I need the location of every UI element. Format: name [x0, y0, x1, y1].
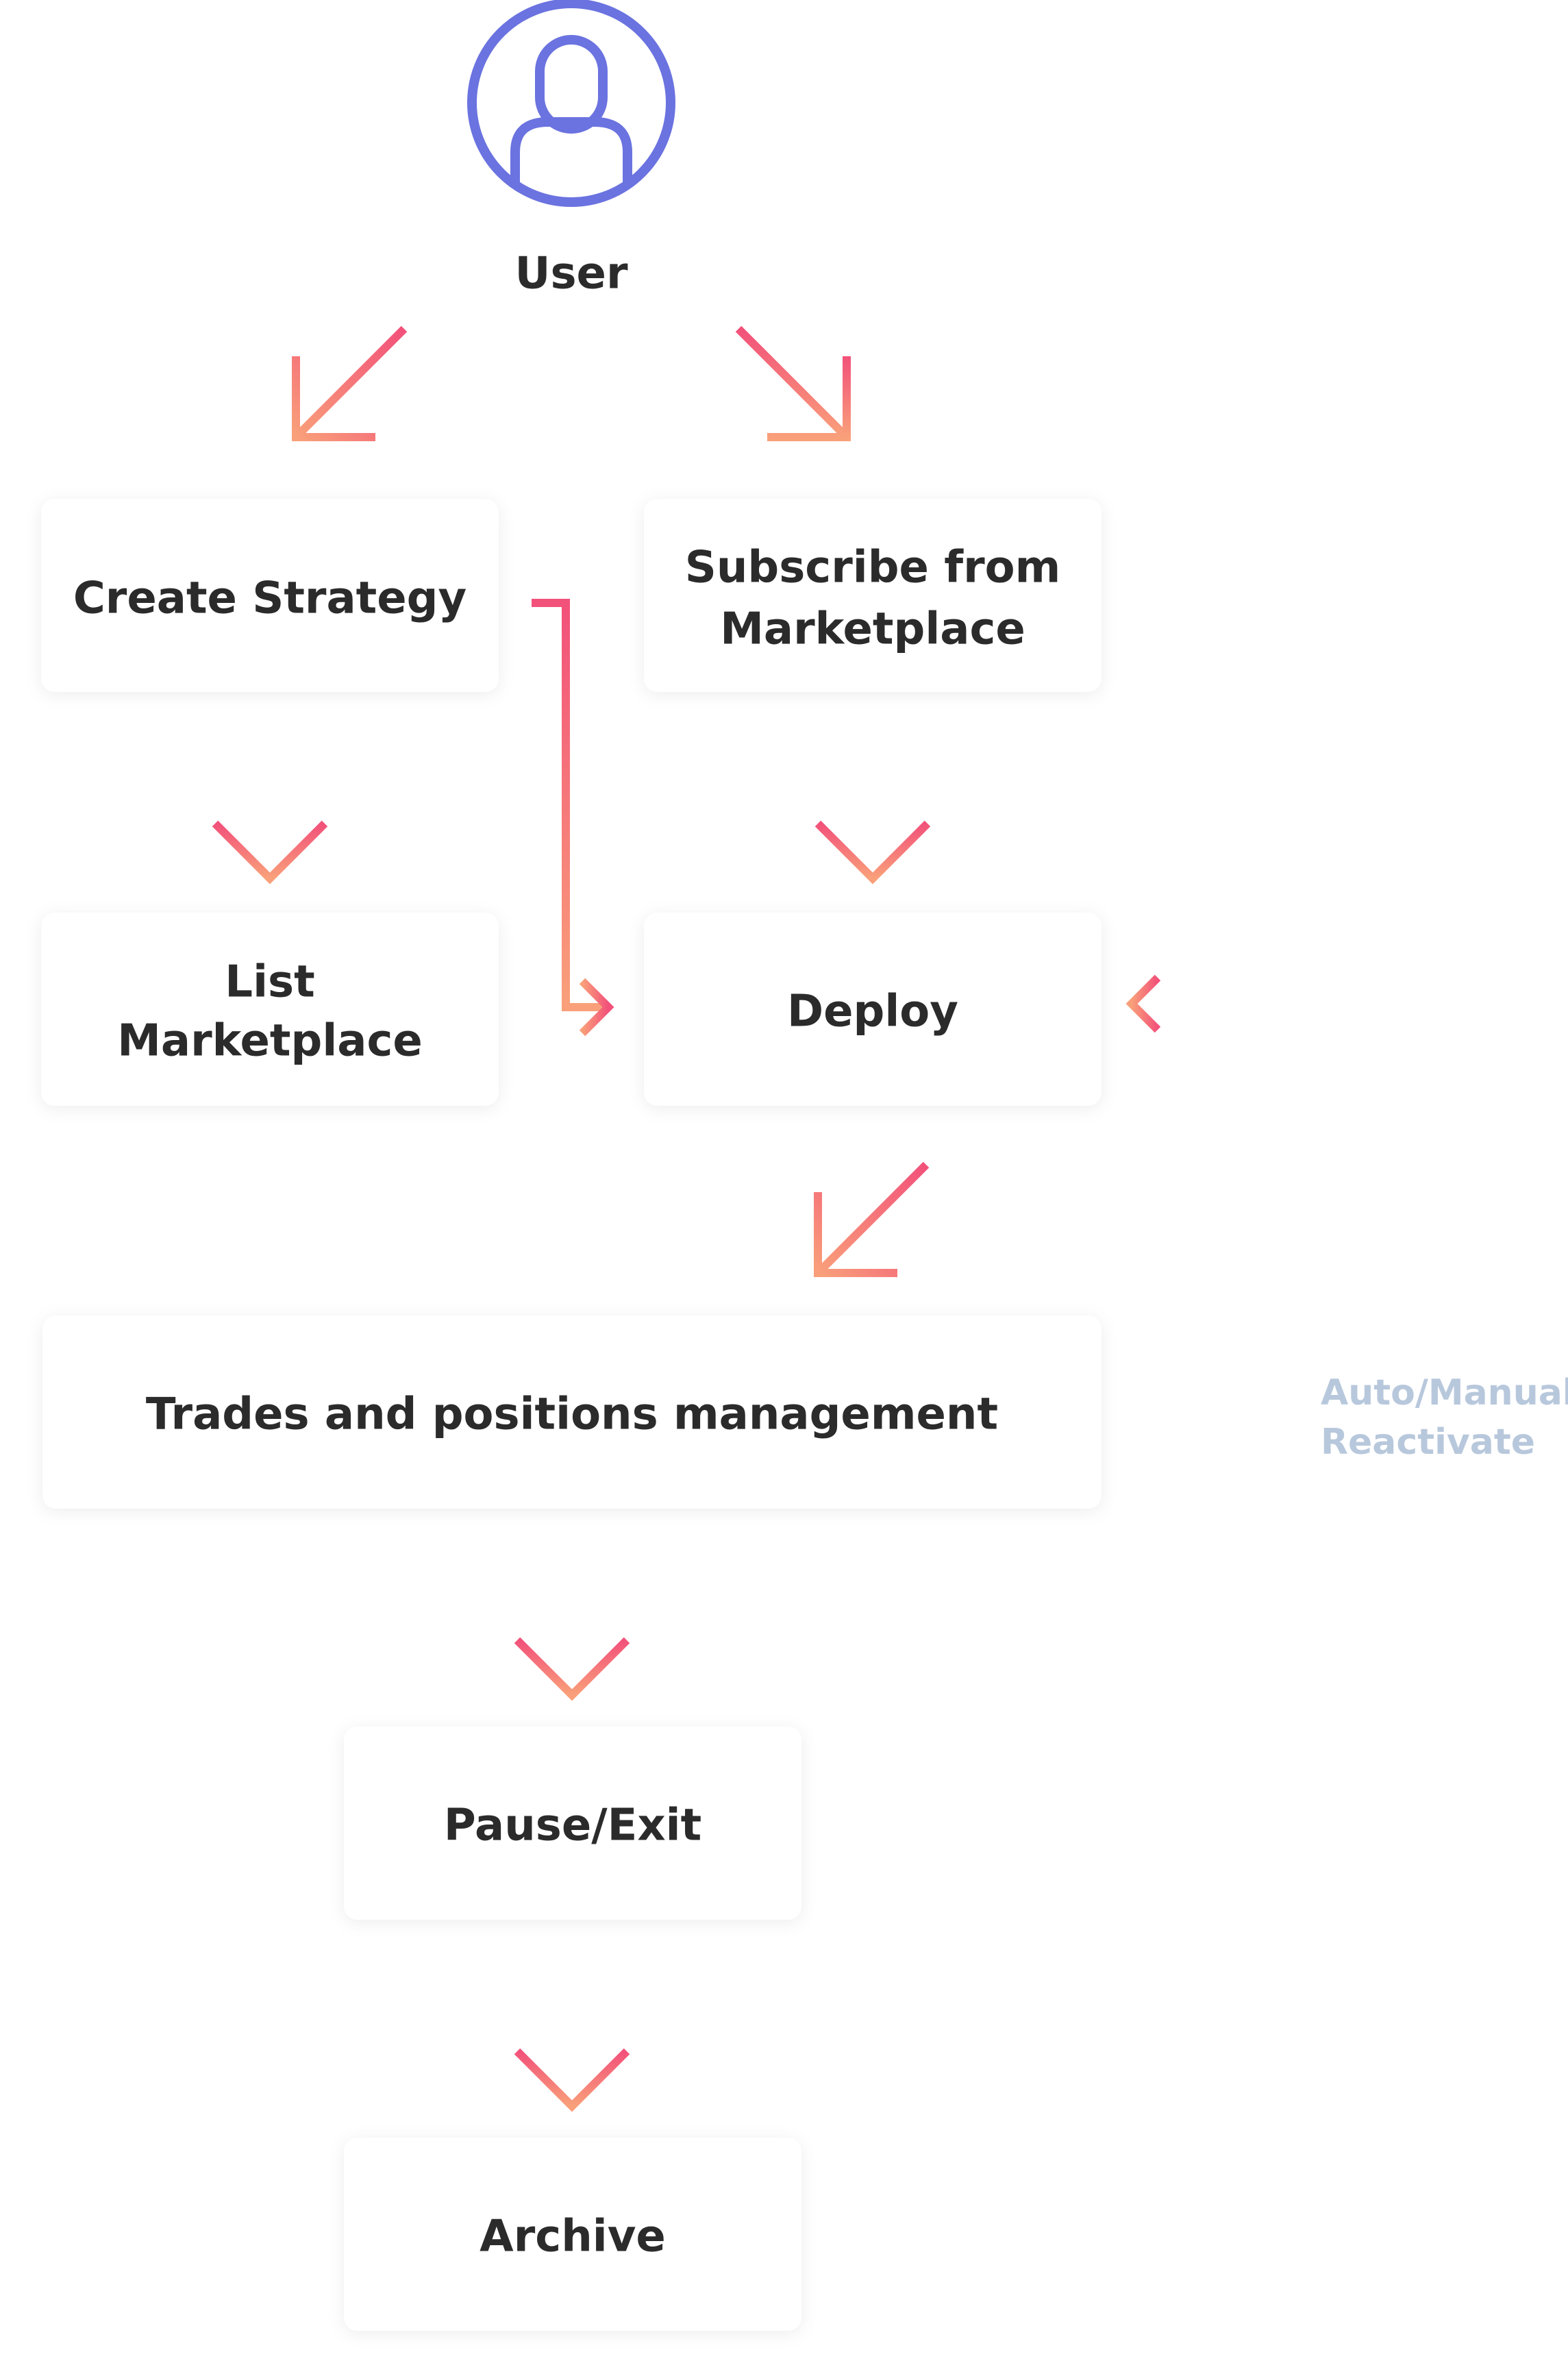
arrow-reactivate-loop	[834, 974, 1273, 1827]
subscribe-marketplace-node: Subscribe from Marketplace	[644, 499, 1102, 692]
arrow-subscribe-to-deploy	[814, 726, 931, 885]
subscribe-label-line2: Marketplace	[720, 604, 1025, 655]
pause-exit-label: Pause/Exit	[444, 1801, 701, 1851]
create-strategy-node: Create Strategy	[41, 499, 499, 692]
archive-node: Archive	[344, 2138, 801, 2331]
arrow-user-to-subscribe	[735, 325, 851, 441]
subscribe-label-line1: Subscribe from	[685, 543, 1061, 593]
arrow-trades-to-pause	[514, 1543, 630, 1701]
pause-exit-node: Pause/Exit	[344, 1727, 801, 1920]
arrow-create-to-deploy	[532, 599, 614, 1037]
trades-management-node: Trades and positions management	[42, 1315, 1102, 1509]
archive-label: Archive	[480, 2212, 666, 2262]
reactivate-label-line1: Auto/Manual	[1321, 1372, 1568, 1413]
trades-label: Trades and positions management	[146, 1389, 998, 1440]
list-marketplace-node: List Marketplace	[41, 913, 499, 1106]
list-label-line2: Marketplace	[117, 1016, 423, 1067]
arrow-user-to-create	[292, 325, 408, 441]
user-label: User	[514, 249, 627, 299]
user-icon	[467, 0, 675, 207]
create-strategy-label: Create Strategy	[73, 573, 466, 624]
reactivate-label-line2: Reactivate	[1321, 1422, 1535, 1463]
arrow-create-to-list	[212, 726, 328, 885]
arrow-pause-to-archive	[514, 1954, 630, 2112]
deploy-node: Deploy	[644, 913, 1102, 1106]
deploy-label: Deploy	[787, 987, 958, 1037]
arrow-deploy-to-trades	[814, 1161, 930, 1277]
list-label-line1: List	[225, 957, 314, 1008]
